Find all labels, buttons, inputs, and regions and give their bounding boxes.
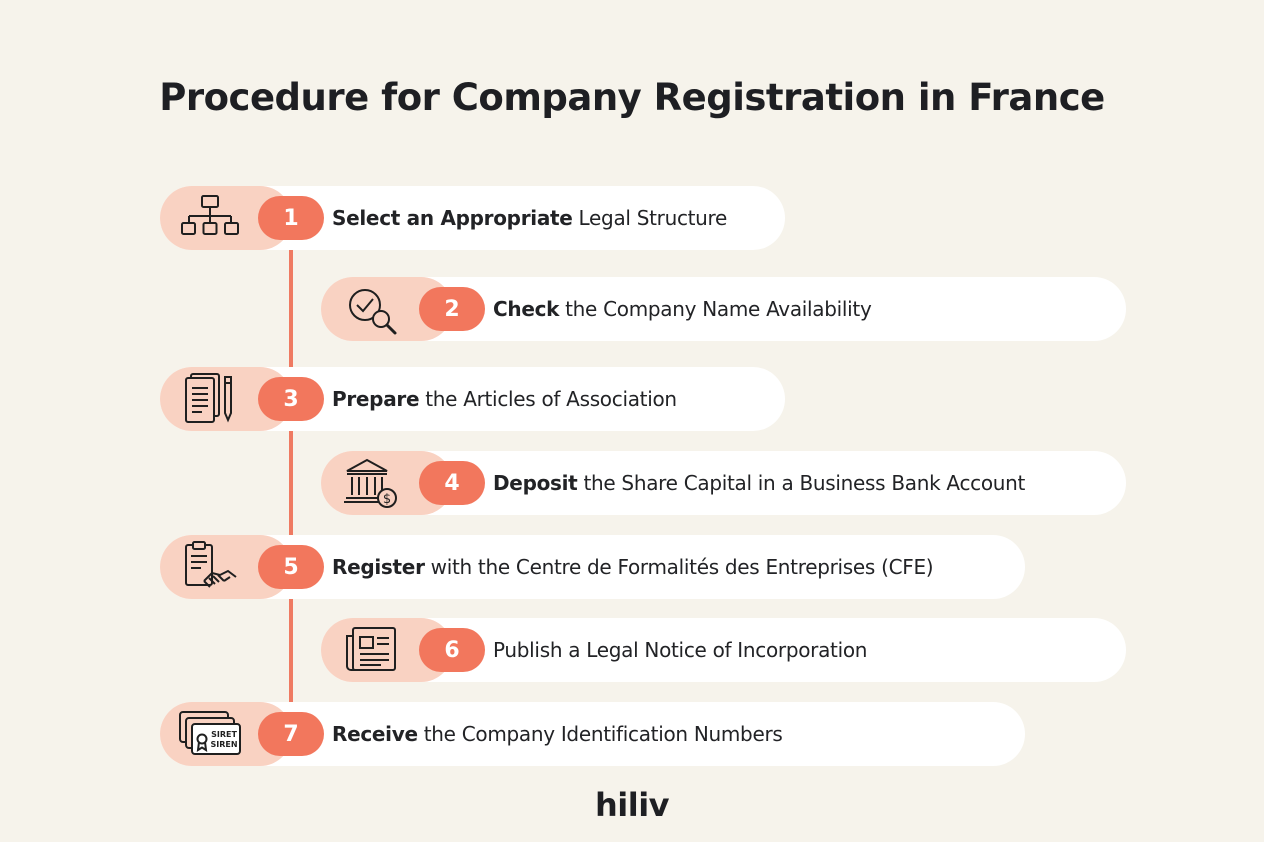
step-label-text: with the Centre de Formalités des Entrep… xyxy=(430,555,934,579)
step-label: Check the Company Name Availability xyxy=(493,277,872,341)
step-7: SIRET SIREN 7 Receive the Company Identi… xyxy=(160,702,1025,766)
step-label: Receive the Company Identification Numbe… xyxy=(332,702,783,766)
step-number: 3 xyxy=(258,377,324,421)
step-label: Deposit the Share Capital in a Business … xyxy=(493,451,1025,515)
step-label-bold: Register xyxy=(332,555,425,579)
step-number: 1 xyxy=(258,196,324,240)
newspaper-icon xyxy=(341,624,401,676)
step-label-text: the Company Identification Numbers xyxy=(423,722,783,746)
step-6: 6 Publish a Legal Notice of Incorporatio… xyxy=(321,618,1126,682)
siren-label: SIREN xyxy=(210,740,237,749)
step-label-bold: Prepare xyxy=(332,387,420,411)
step-3: 3 Prepare the Articles of Association xyxy=(160,367,785,431)
brand-logo: hiliv xyxy=(594,786,670,824)
step-label: Register with the Centre de Formalités d… xyxy=(332,535,934,599)
step-label-text: the Share Capital in a Business Bank Acc… xyxy=(583,471,1026,495)
step-number: 4 xyxy=(419,461,485,505)
document-pen-icon xyxy=(180,373,240,425)
step-label-text: Publish a Legal Notice of Incorporation xyxy=(493,638,868,662)
step-4: $ 4 Deposit the Share Capital in a Busin… xyxy=(321,451,1126,515)
step-label: Publish a Legal Notice of Incorporation xyxy=(493,618,867,682)
timeline-line xyxy=(289,232,293,732)
step-label-text: the Articles of Association xyxy=(425,387,677,411)
step-number: 6 xyxy=(419,628,485,672)
step-label-bold: Receive xyxy=(332,722,418,746)
step-1: 1 Select an Appropriate Legal Structure xyxy=(160,186,785,250)
step-label-text: the Company Name Availability xyxy=(565,297,872,321)
step-label-bold: Deposit xyxy=(493,471,578,495)
step-label: Prepare the Articles of Association xyxy=(332,367,677,431)
step-label: Select an Appropriate Legal Structure xyxy=(332,186,727,250)
step-number: 5 xyxy=(258,545,324,589)
siret-label: SIRET xyxy=(211,730,237,739)
step-2: 2 Check the Company Name Availability xyxy=(321,277,1126,341)
step-number: 2 xyxy=(419,287,485,331)
svg-text:$: $ xyxy=(383,492,391,507)
step-label-bold: Check xyxy=(493,297,560,321)
bank-dollar-icon: $ xyxy=(341,457,401,509)
step-5: 5 Register with the Centre de Formalités… xyxy=(160,535,1025,599)
step-label-text: Legal Structure xyxy=(578,206,728,230)
step-number: 7 xyxy=(258,712,324,756)
clipboard-handshake-icon xyxy=(180,541,240,593)
check-search-icon xyxy=(341,283,401,335)
step-label-bold: Select an Appropriate xyxy=(332,206,573,230)
org-chart-icon xyxy=(180,192,240,244)
page-title: Procedure for Company Registration in Fr… xyxy=(159,76,1105,119)
id-cards-icon: SIRET SIREN xyxy=(179,708,241,760)
